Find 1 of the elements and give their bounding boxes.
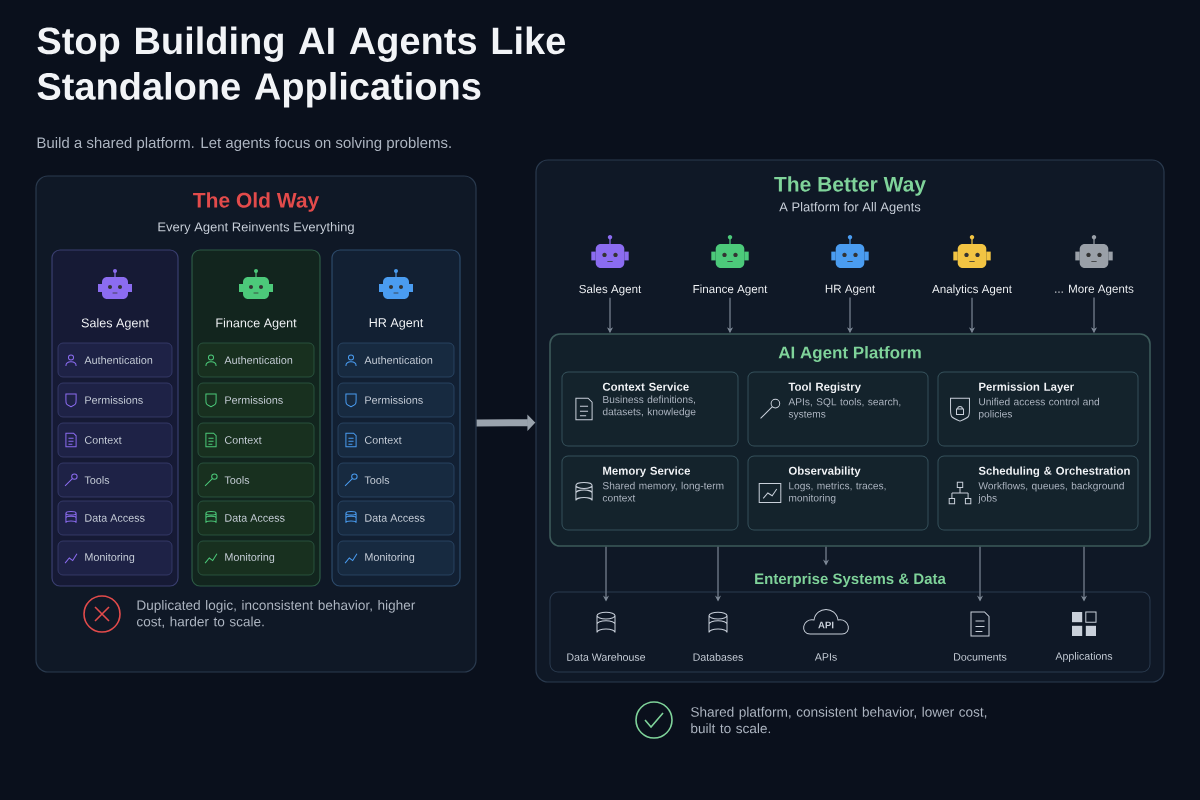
title: Stop Building AI Agents Like Standalone Applications — [37, 26, 565, 108]
